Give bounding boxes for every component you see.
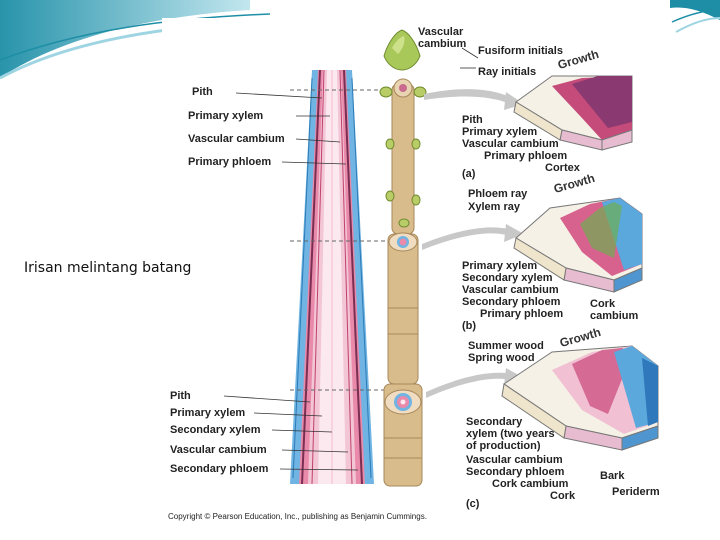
label-c-secondary-xylem-2: xylem (two years xyxy=(466,428,555,440)
label-vascular-cambium-top: Vascular xyxy=(418,26,464,38)
slide-caption: Irisan melintang batang xyxy=(24,260,192,276)
label-b-primary-phloem: Primary phloem xyxy=(480,308,564,320)
label-c-bark: Bark xyxy=(600,470,625,482)
label-c-secondary-xylem-1: Secondary xyxy=(466,416,523,428)
label-fusiform-initials: Fusiform initials xyxy=(478,45,563,57)
label-c-cork-cambium: Cork cambium xyxy=(492,478,569,490)
label-a-cortex: Cortex xyxy=(545,162,580,174)
label-secondary-phloem-bottom: Secondary phloem xyxy=(170,463,269,475)
stem-illustration xyxy=(379,29,427,487)
label-pith-top: Pith xyxy=(192,86,213,98)
label-a-vascular-cambium: Vascular cambium xyxy=(462,138,559,150)
label-primary-xylem-top: Primary xylem xyxy=(188,110,264,122)
label-panel-b: (b) xyxy=(462,320,477,332)
label-b-phloem-ray: Phloem ray xyxy=(468,188,528,200)
label-secondary-xylem-bottom: Secondary xylem xyxy=(170,424,261,436)
label-c-spring-wood: Spring wood xyxy=(468,352,535,364)
label-b-vascular-cambium: Vascular cambium xyxy=(462,284,559,296)
label-c-secondary-xylem-3: of production) xyxy=(466,440,541,452)
cross-section-sector-b xyxy=(513,197,643,293)
cross-section-sector-c xyxy=(501,345,659,451)
label-b-cork-cambium: Cork xyxy=(590,298,616,310)
label-c-vascular-cambium: Vascular cambium xyxy=(466,454,563,466)
label-panel-a: (a) xyxy=(462,168,476,180)
label-primary-xylem-bottom: Primary xylem xyxy=(170,407,246,419)
label-b-primary-xylem: Primary xylem xyxy=(462,260,538,272)
stem-growth-diagram: Vascular cambium Fusiform initials Ray i… xyxy=(162,18,670,526)
label-pith-bottom: Pith xyxy=(170,390,191,402)
label-a-primary-xylem: Primary xylem xyxy=(462,126,538,138)
label-b-cork-cambium-2: cambium xyxy=(590,310,639,322)
label-c-periderm: Periderm xyxy=(612,486,660,498)
stem-diagram-graphics xyxy=(223,29,659,487)
copyright-notice: Copyright © Pearson Education, Inc., pub… xyxy=(168,512,427,521)
label-b-xylem-ray: Xylem ray xyxy=(468,201,520,213)
longitudinal-stem-section xyxy=(290,69,374,485)
label-b-secondary-phloem: Secondary phloem xyxy=(462,296,561,308)
label-vascular-cambium-bottom: Vascular cambium xyxy=(170,444,267,456)
label-c-cork: Cork xyxy=(550,490,576,502)
label-b-secondary-xylem: Secondary xylem xyxy=(462,272,553,284)
label-vascular-cambium-top-2: cambium xyxy=(418,38,467,50)
label-panel-c: (c) xyxy=(466,498,480,510)
label-c-summer-wood: Summer wood xyxy=(468,340,544,352)
label-ray-initials: Ray initials xyxy=(478,66,537,78)
label-c-secondary-phloem: Secondary phloem xyxy=(466,466,565,478)
label-a-primary-phloem: Primary phloem xyxy=(484,150,568,162)
cross-section-sector-a xyxy=(513,75,633,151)
label-a-pith: Pith xyxy=(462,114,483,126)
label-leader-lines xyxy=(223,47,479,471)
label-vascular-cambium-left: Vascular cambium xyxy=(188,133,285,145)
label-primary-phloem-top: Primary phloem xyxy=(188,156,272,168)
section-guide-lines xyxy=(290,89,396,391)
